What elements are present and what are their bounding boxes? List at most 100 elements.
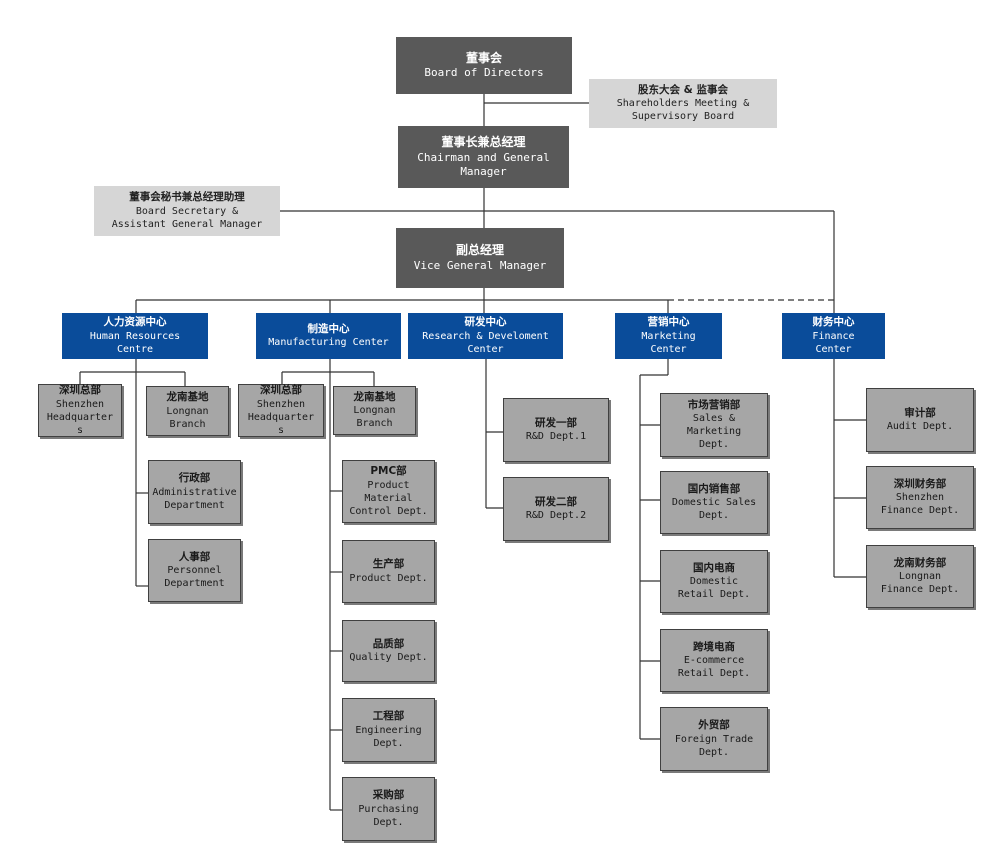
rd-dept2-zh: 研发二部 bbox=[535, 495, 577, 508]
rd-dept1-en: R&D Dept.1 bbox=[525, 431, 587, 443]
chairman-en2: Manager bbox=[460, 164, 507, 178]
vgm-zh: 副总经理 bbox=[455, 243, 504, 258]
pmc-zh: PMC部 bbox=[370, 465, 407, 478]
board-en: Board of Directors bbox=[424, 66, 544, 80]
engineering-en1: Engineering bbox=[355, 724, 422, 736]
board-of-directors-box: 董事会 Board of Directors bbox=[396, 37, 572, 94]
hr-longnan-zh: 龙南基地 bbox=[166, 391, 209, 404]
retail-en1: Domestic bbox=[689, 576, 739, 588]
personnel-zh: 人事部 bbox=[178, 550, 211, 563]
foreign-en2: Dept. bbox=[698, 746, 730, 758]
mfg-zh: 制造中心 bbox=[307, 322, 350, 335]
ecommerce-en1: E-commerce bbox=[683, 655, 745, 667]
quality-zh: 品质部 bbox=[372, 637, 405, 650]
foreign-en1: Foreign Trade bbox=[674, 733, 754, 745]
sales-marketing-department-box: 市场营销部 Sales & Marketing Dept. bbox=[660, 393, 768, 457]
secretary-en2: Assistant General Manager bbox=[111, 218, 263, 230]
quality-en: Quality Dept. bbox=[349, 652, 428, 664]
fin-longnan-en1: Longnan bbox=[898, 571, 942, 583]
mfg-longnan-branch-box: 龙南基地 Longnan Branch bbox=[333, 386, 416, 435]
hr-longnan-en2: Branch bbox=[169, 418, 206, 430]
ecommerce-retail-department-box: 跨境电商 E-commerce Retail Dept. bbox=[660, 629, 768, 692]
hr-en1: Human Resources bbox=[89, 330, 181, 342]
audit-zh: 审计部 bbox=[904, 406, 936, 419]
mfg-shenzhen-zh: 深圳总部 bbox=[260, 384, 302, 397]
chairman-zh: 董事长兼总经理 bbox=[441, 134, 526, 149]
shareholders-en1: Shareholders Meeting & bbox=[616, 98, 750, 110]
hr-longnan-branch-box: 龙南基地 Longnan Branch bbox=[146, 386, 229, 436]
domestic-en2: Dept. bbox=[698, 510, 730, 522]
mfg-shenzhen-en3: s bbox=[277, 424, 285, 436]
pmc-department-box: PMC部 Product Material Control Dept. bbox=[342, 460, 435, 523]
mfg-shenzhen-en2: Headquarter bbox=[247, 411, 315, 423]
admin-zh: 行政部 bbox=[178, 472, 211, 485]
domestic-retail-department-box: 国内电商 Domestic Retail Dept. bbox=[660, 550, 768, 613]
manufacturing-center-box: 制造中心 Manufacturing Center bbox=[256, 313, 401, 359]
sales-en3: Dept. bbox=[698, 439, 730, 451]
fin-shenzhen-en1: Shenzhen bbox=[895, 492, 945, 504]
board-zh: 董事会 bbox=[465, 50, 502, 65]
domestic-sales-department-box: 国内销售部 Domestic Sales Dept. bbox=[660, 471, 768, 534]
mkt-zh: 营销中心 bbox=[647, 316, 690, 329]
foreign-zh: 外贸部 bbox=[698, 719, 730, 732]
fin-zh: 财务中心 bbox=[812, 316, 855, 329]
secretary-zh: 董事会秘书兼总经理助理 bbox=[129, 191, 245, 204]
shareholders-box: 股东大会 & 监事会 Shareholders Meeting & Superv… bbox=[589, 79, 777, 128]
finance-center-box: 财务中心 Finance Center bbox=[782, 313, 885, 359]
fin-shenzhen-zh: 深圳财务部 bbox=[893, 477, 947, 490]
chairman-en1: Chairman and General bbox=[417, 150, 550, 164]
marketing-center-box: 营销中心 Marketing Center bbox=[615, 313, 722, 359]
ecommerce-en2: Retail Dept. bbox=[677, 668, 751, 680]
sales-en1: Sales & bbox=[692, 413, 736, 425]
admin-en1: Administrative bbox=[152, 486, 237, 498]
purchasing-en1: Purchasing bbox=[358, 803, 419, 815]
production-en: Product Dept. bbox=[349, 572, 428, 584]
mkt-en1: Marketing bbox=[641, 330, 696, 342]
hr-shenzhen-hq-box: 深圳总部 Shenzhen Headquarter s bbox=[38, 384, 122, 437]
retail-en2: Retail Dept. bbox=[677, 589, 751, 601]
ecommerce-zh: 跨境电商 bbox=[693, 640, 735, 653]
purchasing-zh: 采购部 bbox=[372, 789, 405, 802]
shareholders-en2: Supervisory Board bbox=[631, 111, 735, 123]
audit-en: Audit Dept. bbox=[886, 421, 954, 433]
engineering-en2: Dept. bbox=[373, 737, 404, 749]
rd-en1: Research & Develoment bbox=[422, 330, 549, 342]
rd-dept1-box: 研发一部 R&D Dept.1 bbox=[503, 398, 609, 462]
fin-shenzhen-en2: Finance Dept. bbox=[880, 505, 960, 517]
mkt-en2: Center bbox=[650, 343, 687, 355]
hr-zh: 人力资源中心 bbox=[103, 316, 167, 329]
shenzhen-finance-department-box: 深圳财务部 Shenzhen Finance Dept. bbox=[866, 466, 974, 529]
fin-longnan-en2: Finance Dept. bbox=[880, 584, 960, 596]
retail-zh: 国内电商 bbox=[693, 561, 735, 574]
rd-en2: Center bbox=[467, 343, 504, 355]
hr-shenzhen-en1: Shenzhen bbox=[55, 398, 105, 410]
foreign-trade-department-box: 外贸部 Foreign Trade Dept. bbox=[660, 707, 768, 771]
hr-longnan-en1: Longnan bbox=[166, 405, 209, 417]
pmc-en3: Control Dept. bbox=[349, 505, 428, 517]
shareholders-zh: 股东大会 & 监事会 bbox=[638, 83, 728, 96]
hr-center-box: 人力资源中心 Human Resources Centre bbox=[62, 313, 208, 359]
personnel-en1: Personnel bbox=[167, 565, 222, 577]
fin-en1: Finance bbox=[812, 330, 855, 342]
longnan-finance-department-box: 龙南财务部 Longnan Finance Dept. bbox=[866, 545, 974, 608]
hr-en2: Centre bbox=[116, 343, 154, 355]
engineering-department-box: 工程部 Engineering Dept. bbox=[342, 698, 435, 762]
domestic-zh: 国内销售部 bbox=[687, 482, 741, 495]
rd-center-box: 研发中心 Research & Develoment Center bbox=[408, 313, 563, 359]
fin-longnan-zh: 龙南财务部 bbox=[893, 556, 947, 569]
board-secretary-box: 董事会秘书兼总经理助理 Board Secretary & Assistant … bbox=[94, 186, 280, 236]
mfg-longnan-zh: 龙南基地 bbox=[353, 390, 396, 403]
production-zh: 生产部 bbox=[372, 558, 405, 571]
fin-en2: Center bbox=[815, 343, 852, 355]
chairman-box: 董事长兼总经理 Chairman and General Manager bbox=[398, 126, 569, 188]
domestic-en1: Domestic Sales bbox=[671, 497, 757, 509]
quality-department-box: 品质部 Quality Dept. bbox=[342, 620, 435, 682]
mfg-shenzhen-hq-box: 深圳总部 Shenzhen Headquarter s bbox=[238, 384, 324, 437]
vice-general-manager-box: 副总经理 Vice General Manager bbox=[396, 228, 564, 288]
mfg-en: Manufacturing Center bbox=[268, 337, 389, 349]
hr-shenzhen-en2: Headquarter bbox=[46, 411, 114, 423]
personnel-department-box: 人事部 Personnel Department bbox=[148, 539, 241, 602]
engineering-zh: 工程部 bbox=[372, 710, 405, 723]
hr-shenzhen-en3: s bbox=[76, 424, 84, 436]
